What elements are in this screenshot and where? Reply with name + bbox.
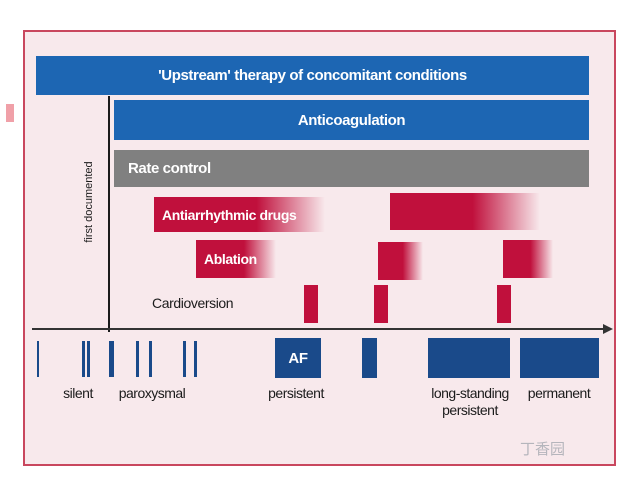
episode-tick <box>183 341 186 377</box>
time-axis <box>32 328 606 330</box>
af-label: AF <box>288 349 308 367</box>
watermark-logo: 丁香园 <box>520 441 566 458</box>
cardioversion-marker-2 <box>374 285 388 323</box>
first-documented-line <box>108 96 110 332</box>
stage-silent: silent <box>63 385 93 401</box>
episode-tick <box>194 341 197 377</box>
ablation-bar-mid <box>378 242 423 280</box>
episode-tick <box>82 341 85 377</box>
episode-block-short <box>362 338 377 378</box>
antiarrhythmic-bar-late <box>390 193 540 230</box>
cardioversion-label: Cardioversion <box>152 295 234 311</box>
upstream-therapy-label: 'Upstream' therapy of concomitant condit… <box>158 67 467 84</box>
stage-persistent: persistent <box>268 385 324 401</box>
cardioversion-marker-3 <box>497 285 511 323</box>
ablation-bar-late <box>503 240 553 278</box>
permanent-block <box>520 338 599 378</box>
ablation-label: Ablation <box>204 251 257 267</box>
stage-paroxysmal: paroxysmal <box>118 385 186 401</box>
long-standing-block <box>428 338 510 378</box>
stage-long-standing-line1: long-standing <box>431 385 509 401</box>
antiarrhythmic-bar-early: Antiarrhythmic drugs <box>154 197 325 232</box>
episode-tick <box>87 341 90 377</box>
stage-long-standing-line2: persistent <box>442 402 498 418</box>
anticoagulation-label: Anticoagulation <box>297 111 406 129</box>
episode-tick <box>136 341 139 377</box>
stage-permanent: permanent <box>527 385 591 401</box>
anticoagulation-bar: Anticoagulation <box>114 100 589 140</box>
episode-tick <box>149 341 152 377</box>
rate-control-bar: Rate control <box>114 150 589 187</box>
rate-control-label: Rate control <box>128 160 211 177</box>
time-axis-arrowhead <box>603 324 613 334</box>
first-documented-label: first documented <box>83 161 95 243</box>
episode-tick <box>109 341 114 377</box>
af-episode-block: AF <box>275 338 321 378</box>
edge-mark <box>6 104 14 122</box>
ablation-bar-early: Ablation <box>196 240 276 278</box>
antiarrhythmic-label: Antiarrhythmic drugs <box>162 206 297 223</box>
episode-tick <box>37 341 39 377</box>
upstream-therapy-bar: 'Upstream' therapy of concomitant condit… <box>36 56 589 95</box>
cardioversion-marker-1 <box>304 285 318 323</box>
